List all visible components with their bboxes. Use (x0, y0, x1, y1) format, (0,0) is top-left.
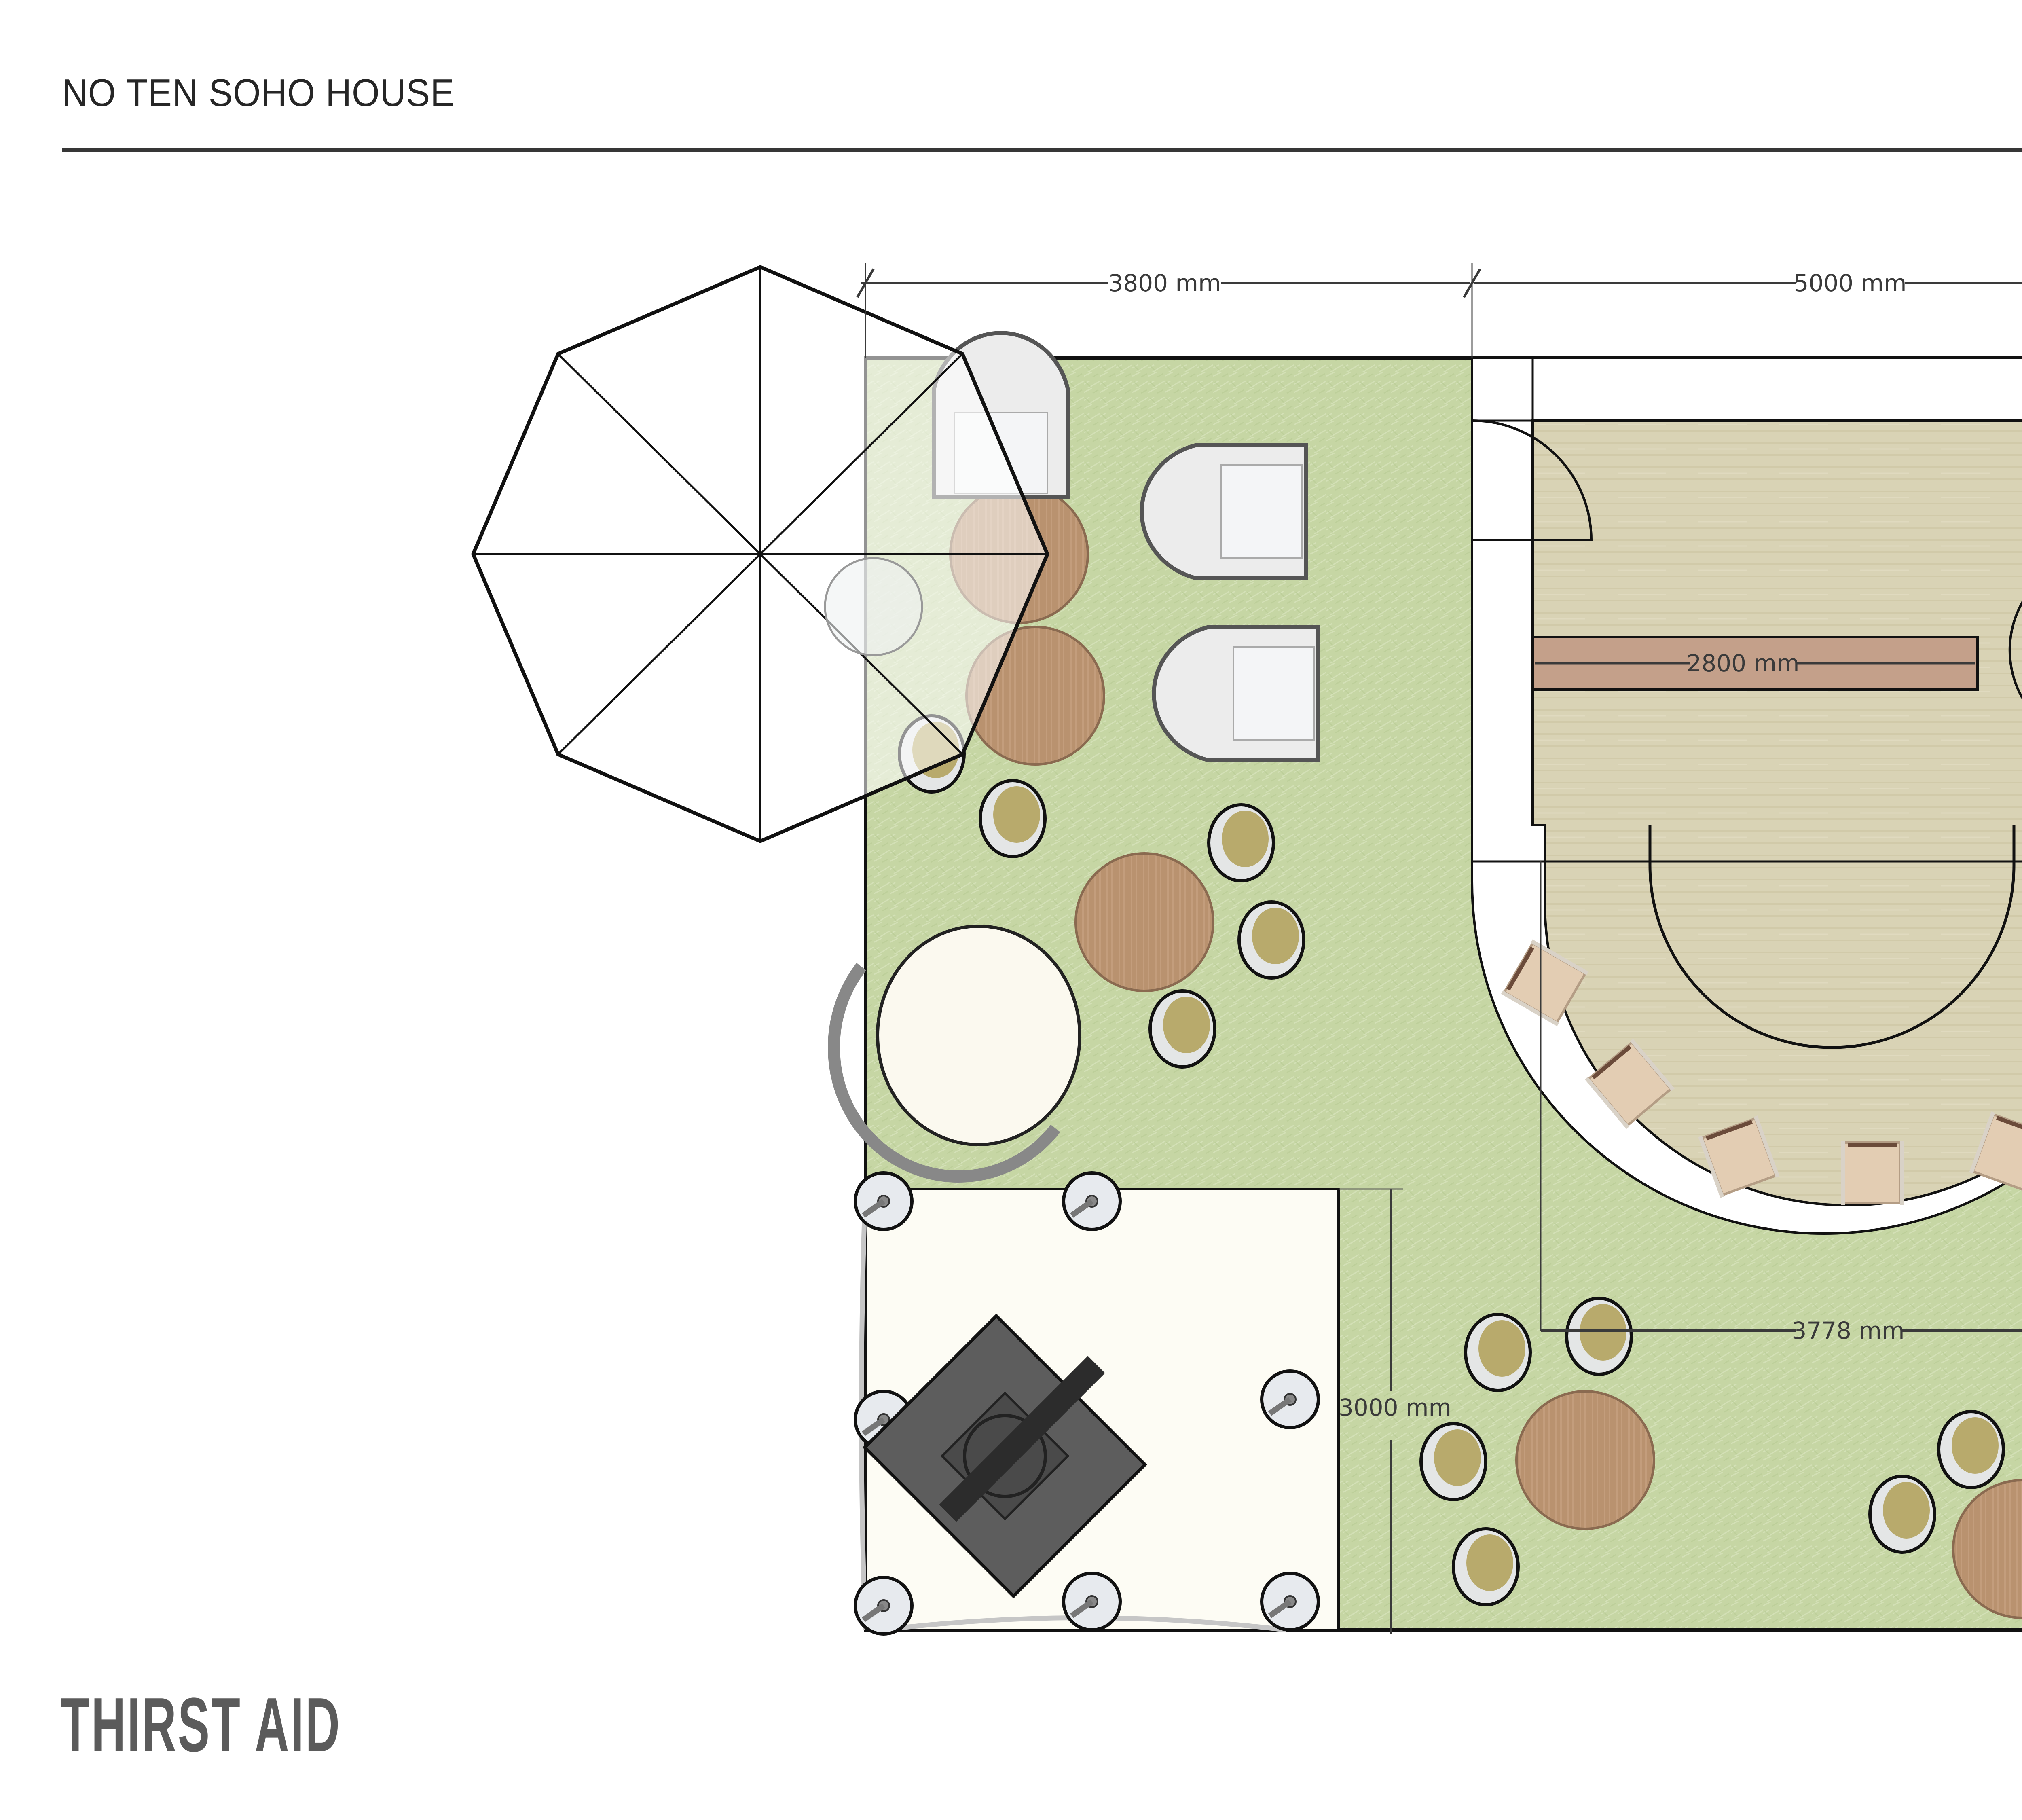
dimension-top (856, 263, 2022, 358)
bar-inner-arc (1648, 825, 2016, 1049)
bar-deck (1531, 419, 2022, 1206)
dimension-lower (1540, 861, 2022, 1332)
umbrella-icon (471, 265, 1049, 843)
header-divider (62, 148, 2022, 152)
door-swing-right (2008, 600, 2022, 700)
kiosk-cart (862, 1313, 1148, 1599)
dim-lower-seating: 3778 mm (1791, 1317, 1904, 1344)
dim-top-middle: 5000 mm (1794, 269, 1906, 297)
project-title: NO TEN SOHO HOUSE (62, 71, 455, 114)
dim-bar-counter: 2800 mm (1686, 650, 1799, 677)
door-swing-left (1472, 419, 1593, 541)
brand-logo: THIRST AID (61, 1682, 341, 1768)
dim-kiosk-depth: 3000 mm (1339, 1394, 1451, 1421)
dim-top-left: 3800 mm (1108, 269, 1221, 297)
daybed-left (827, 925, 1081, 1183)
